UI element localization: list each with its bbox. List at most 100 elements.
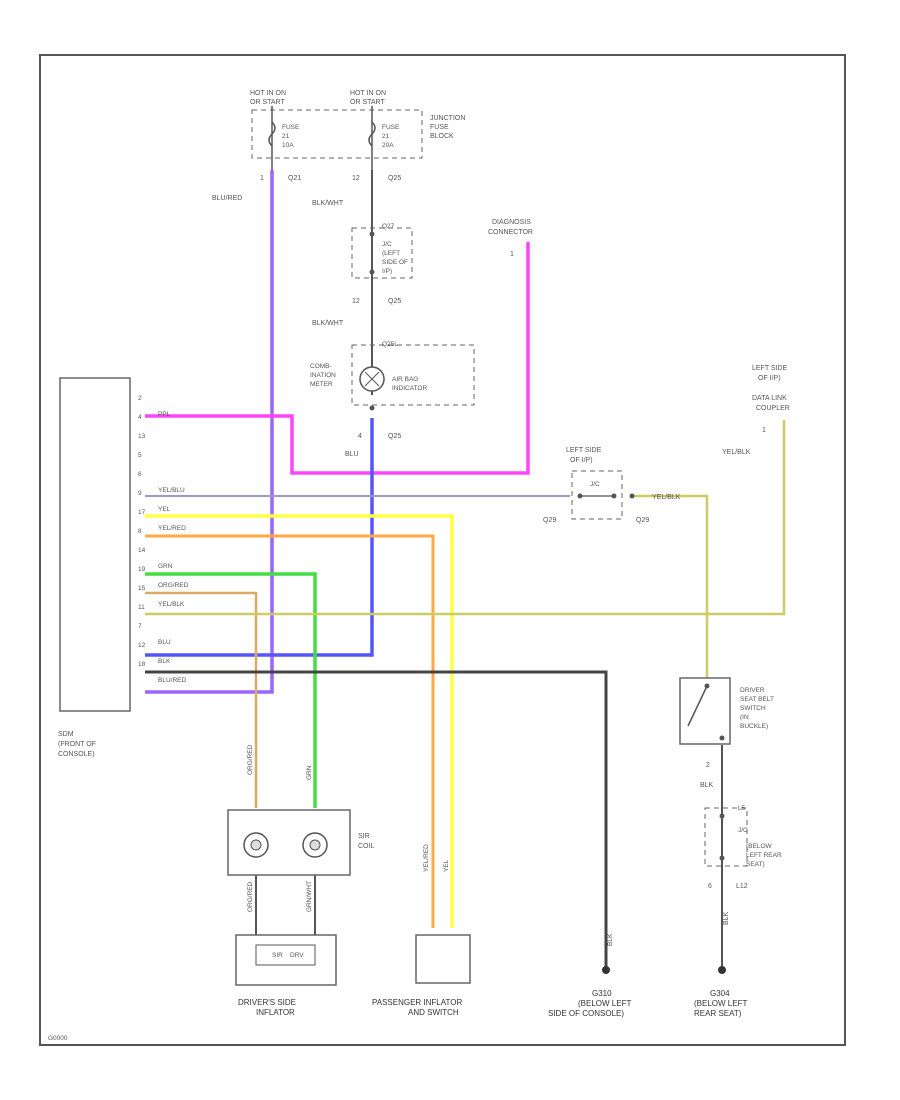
conn-b: Q25: [388, 175, 401, 182]
wire-yel: [145, 514, 454, 928]
seatbelt-switch: [679, 677, 731, 745]
jc2-l2: (BELOW: [746, 843, 773, 850]
sdm-name-2: (FRONT OF: [58, 741, 96, 748]
driver-inflator-l1: DRIVER'S SIDE: [238, 998, 296, 1007]
sdm-wire-label: PPL: [158, 411, 171, 418]
sdm-wire-label: YEL/BLK: [158, 601, 185, 608]
sdm-pin-label: 19: [138, 566, 146, 573]
meter-pin: 4: [358, 433, 362, 440]
jc-node-bot: [369, 269, 375, 275]
meter-conn2: Q25: [388, 433, 401, 440]
fuse-a-amp: 10A: [282, 142, 294, 149]
coil-l2: COIL: [358, 843, 374, 850]
sdm-wire-label: BLU/RED: [158, 677, 186, 684]
sdm-wire-label: ORG/RED: [158, 582, 189, 589]
leftip-box: [571, 470, 623, 520]
fuse-a-symbol: [268, 121, 276, 147]
jc-wire: BLK/WHT: [312, 320, 344, 327]
sdm-pin-label: 17: [138, 509, 146, 516]
jc2-conn2: L12: [736, 883, 748, 890]
ground1-l2: (BELOW LEFT: [578, 999, 631, 1008]
sir-coil-terminal-1-inner: [250, 839, 262, 851]
sdm-pin-label: 9: [138, 490, 142, 497]
meter-l3: METER: [310, 381, 333, 388]
jc2-l1: J/C: [738, 827, 748, 834]
coil-wire-in1: ORG/RED: [247, 744, 254, 775]
hot-label-1: HOT IN ON: [250, 90, 286, 97]
jc2-conn: L5: [738, 805, 746, 812]
sdm-pin-label: 11: [138, 604, 145, 611]
jc2-node-bot: [719, 855, 725, 861]
sdm-pin-label: 14: [138, 547, 146, 554]
sdm-wire-label: BLK: [158, 658, 171, 665]
sdm-pin-label: 15: [138, 585, 146, 592]
jc-pin: 12: [352, 298, 360, 305]
passenger-inflator: [415, 934, 471, 984]
wire-blu-red: [145, 170, 274, 694]
dlc-l4: COUPLER: [756, 405, 790, 412]
leftip-l2: OF I/P): [570, 457, 593, 464]
sdm-wire-label: YEL/BLU: [158, 487, 185, 494]
fuse-b-symbol: [368, 121, 376, 147]
meter-node: [369, 405, 375, 411]
ground-g304-icon: [718, 966, 726, 974]
hot-label-2: HOT IN ON: [350, 90, 386, 97]
seatbelt-l5: BUCKLE): [740, 723, 768, 730]
diagram-border: [39, 54, 846, 1046]
ground1-l3: SIDE OF CONSOLE): [548, 1009, 624, 1018]
sdm-pin-label: 8: [138, 528, 142, 535]
sdm-name-1: SDM: [58, 731, 74, 738]
jc-box: [351, 227, 413, 279]
pass-inflator-l2: AND SWITCH: [408, 1008, 459, 1017]
diag-l1: DIAGNOSIS: [492, 219, 531, 226]
sdm-wire-label: YEL: [158, 506, 171, 513]
sdm-wire-label: BLU: [158, 639, 171, 646]
meter-l1: COMB-: [310, 363, 332, 370]
junction-label-1: JUNCTION: [430, 115, 465, 122]
wire-label-blured: BLU/RED: [212, 195, 242, 202]
conn-a: Q21: [288, 175, 301, 182]
figure-id: G0000: [48, 1035, 68, 1042]
jc2-wire: BLK: [723, 911, 730, 925]
jc-l1: J/C: [382, 241, 392, 248]
fuse-b-label: FUSE: [382, 124, 400, 131]
sir-coil-terminal-2-inner: [309, 839, 321, 851]
sdm-pin-label: 5: [138, 452, 142, 459]
pass-inflator-l1: PASSENGER INFLATOR: [372, 998, 462, 1007]
dlc-l1: LEFT SIDE: [752, 365, 788, 372]
pin-b: 12: [352, 175, 360, 182]
jc-l4: I/P): [382, 268, 392, 275]
sdm-wire-label: GRN: [158, 563, 173, 570]
leftip-c1: Q29: [543, 517, 556, 524]
sdm-name-3: CONSOLE): [58, 751, 95, 758]
dlc-l3: DATA LINK: [752, 395, 787, 402]
wire-ppl: [145, 242, 530, 475]
jc2-pin: 6: [708, 883, 712, 890]
wire-yel-red: [145, 534, 435, 928]
seatbelt-l2: SEAT BELT: [740, 696, 774, 703]
meter-ind1: AIR BAG: [392, 376, 418, 383]
seatbelt-node-bot: [719, 735, 725, 741]
sdm-pin-label: 13: [138, 433, 146, 440]
driver-inflator: [235, 934, 337, 986]
diag-l2: CONNECTOR: [488, 229, 533, 236]
meter-l2: INATION: [310, 372, 336, 379]
seatbelt-contact: [687, 685, 708, 727]
jc-conn: Q27: [382, 223, 395, 230]
sdm-pin-label: 2: [138, 395, 142, 402]
fuse-b-num: 21: [382, 133, 390, 140]
jc-l2: (LEFT: [382, 250, 400, 257]
fuse-b-amp: 20A: [382, 142, 394, 149]
ground2-l3: REAR SEAT): [694, 1009, 742, 1018]
wire-yel-blk-jc: [630, 494, 709, 680]
hot-label-2b: OR START: [350, 99, 385, 106]
fuse-a-label: FUSE: [282, 124, 300, 131]
jc-conn2: Q25: [388, 298, 401, 305]
wire-yel-blk-dlc: [145, 420, 786, 616]
coil-wire-out2: GRN/WHT: [306, 881, 313, 912]
ground2-l2: (BELOW LEFT: [694, 999, 747, 1008]
hot-label-1b: OR START: [250, 99, 285, 106]
diag-pin: 1: [510, 251, 514, 258]
wire-grn: [145, 572, 317, 808]
